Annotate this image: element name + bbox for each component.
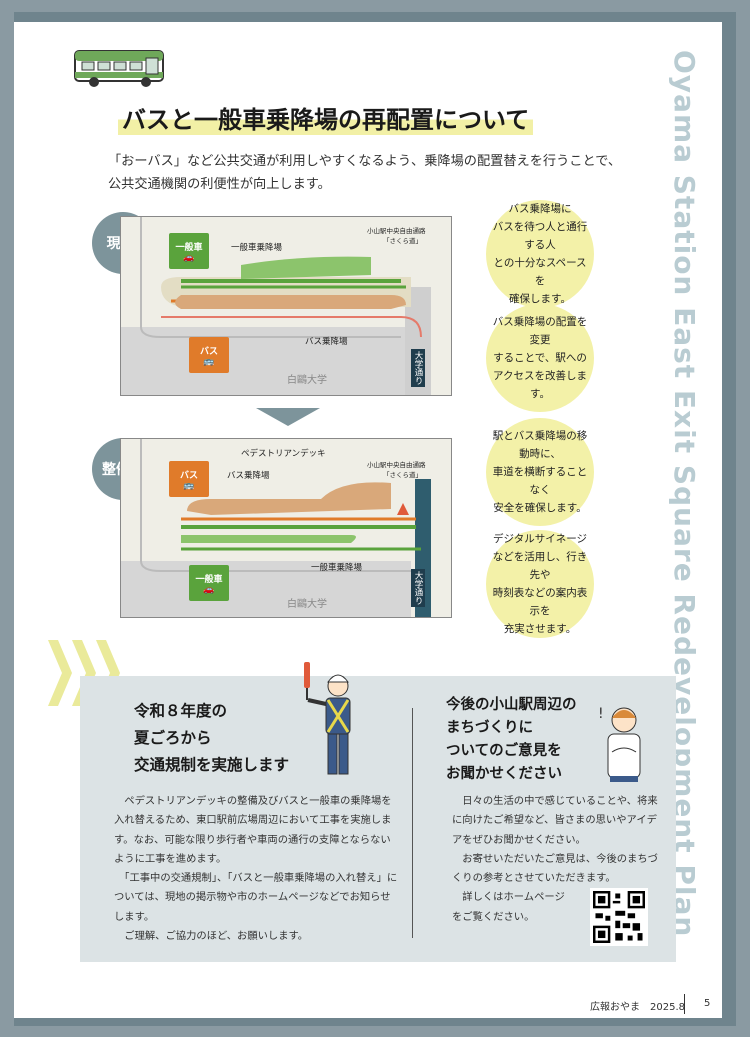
- traffic-guard-illustration: [304, 662, 351, 775]
- current-school-label: 白鷗大学: [287, 375, 327, 386]
- after-bus-tag: バス 🚌: [169, 461, 209, 497]
- bus-icon-small: 🚌: [183, 480, 195, 491]
- benefit-bubble-3: 駅とバス乗降場の移動時に、 車道を横断することなく 安全を確保します。: [486, 418, 594, 526]
- notice-body: ペデストリアンデッキの整備及びバスと一般車の乗降場を入れ替えるため、東口駅前広場…: [114, 795, 398, 943]
- person-thinking-illustration: !: [598, 706, 641, 782]
- after-general-tag: 一般車 🚗: [189, 565, 229, 601]
- bus-icon-small: 🚌: [203, 356, 215, 367]
- current-road-label-1: 小山駅中央自由通路: [367, 227, 426, 235]
- qr-code[interactable]: [590, 888, 648, 946]
- page-title: バスと一般車乗降場の再配置について: [118, 100, 534, 135]
- section-divider: [412, 708, 413, 938]
- benefit-bubble-4: デジタルサイネージ などを活用し、行き先や 時刻表などの案内表示を 充実させます…: [486, 530, 594, 638]
- current-general-tag-text: 一般車: [175, 242, 203, 253]
- opinion-heading: 今後の小山駅周辺の まちづくりに ついてのご意見を お聞かせください: [446, 697, 577, 782]
- footer-divider: [684, 994, 685, 1014]
- notice-heading: 令和８年度の 夏ごろから 交通規制を実施します: [134, 702, 290, 774]
- after-bus-label: バス乗降場: [227, 471, 270, 481]
- after-map: ペデストリアンデッキ 小山駅中央自由通路 「さくら道」 バス 🚌 バス乗降場 一…: [120, 438, 452, 618]
- footer-publication: 広報おやま 2025.8: [590, 1002, 685, 1013]
- current-bus-tag: バス 🚌: [189, 337, 229, 373]
- chevron-icon: [48, 640, 72, 706]
- after-road-label-2: 「さくら道」: [383, 471, 422, 479]
- after-deck-label: ペデストリアンデッキ: [241, 449, 326, 459]
- bus-icon: [74, 50, 164, 87]
- current-general-label: 一般車乗降場: [231, 243, 283, 253]
- benefit-bubble-1: バス乗降場に バスを待つ人と通行する人 との十分なスペースを 確保します。: [486, 200, 594, 308]
- page-number: 5: [704, 998, 711, 1009]
- current-map: 一般車 🚗 一般車乗降場 小山駅中央自由通路 「さくら道」 バス 🚌 バス乗降場…: [120, 216, 452, 396]
- current-road-label-2: 「さくら道」: [383, 237, 422, 245]
- after-bus-tag-text: バス: [179, 470, 198, 481]
- benefit-bubble-2: バス乗降場の配置を変更 することで、駅への アクセスを改善します。: [486, 304, 594, 412]
- vertical-title: Oyama Station East Exit Square Redevelop…: [668, 50, 701, 938]
- down-arrow: [256, 408, 320, 426]
- current-general-tag: 一般車 🚗: [169, 233, 209, 269]
- current-bus-label: バス乗降場: [305, 337, 348, 347]
- current-bus-tag-text: バス: [199, 346, 218, 357]
- svg-text:!: !: [598, 706, 604, 722]
- after-school-label: 白鷗大学: [287, 599, 327, 610]
- opinion-body: 日々の生活の中で感じていることや、将来に向けたご希望など、皆さまの思いやアイデア…: [452, 795, 658, 923]
- after-street-label: 大学通り: [411, 569, 425, 607]
- car-icon: 🚗: [183, 252, 195, 263]
- car-icon: 🚗: [203, 584, 215, 595]
- info-box: [80, 676, 676, 962]
- lead-text: 「おーバス」など公共交通が利用しやすくなるよう、乗降場の配置替えを行うことで、公…: [108, 154, 622, 192]
- right-frame-bar: [722, 12, 736, 1018]
- current-street-label: 大学通り: [411, 349, 425, 387]
- after-general-label: 一般車乗降場: [311, 563, 363, 573]
- after-road-label-1: 小山駅中央自由通路: [367, 461, 426, 469]
- after-general-tag-text: 一般車: [195, 574, 223, 585]
